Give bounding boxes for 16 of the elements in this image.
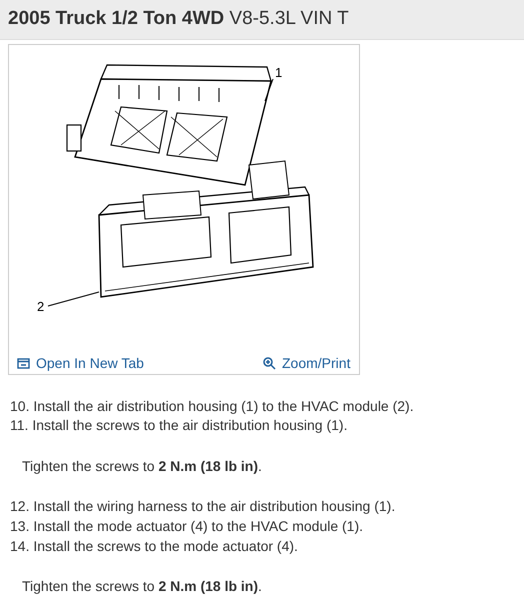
callout-number: 2 [37, 299, 44, 314]
hvac-module-drawing [98, 160, 314, 298]
open-in-new-tab-link: Open In New Tab [17, 354, 144, 372]
torque-note: Tighten the screws to 2 N.m (18 lb in). [22, 457, 262, 475]
leader-line [48, 292, 100, 306]
instruction-step: 10. Install the air distribution housing (1) to the HVAC module (2). [10, 397, 414, 415]
air-distribution-housing-drawing [66, 64, 272, 186]
page-title: 2005 Truck 1/2 Ton 4WD V8-5.3L VIN T [8, 8, 349, 30]
callout-number: 1 [275, 65, 282, 80]
torque-note: Tighten the screws to 2 N.m (18 lb in). [22, 577, 262, 595]
zoom-print-link: Zoom/Print [263, 354, 350, 372]
instruction-step: 14. Install the screws to the mode actuator (4). [10, 537, 298, 555]
instruction-step: 11. Install the screws to the air distribution housing (1). [10, 416, 348, 434]
instruction-step: 12. Install the wiring harness to the air distribution housing (1). [10, 497, 396, 515]
leader-line [264, 78, 274, 102]
instruction-step: 13. Install the mode actuator (4) to the HVAC module (1). [10, 517, 364, 535]
